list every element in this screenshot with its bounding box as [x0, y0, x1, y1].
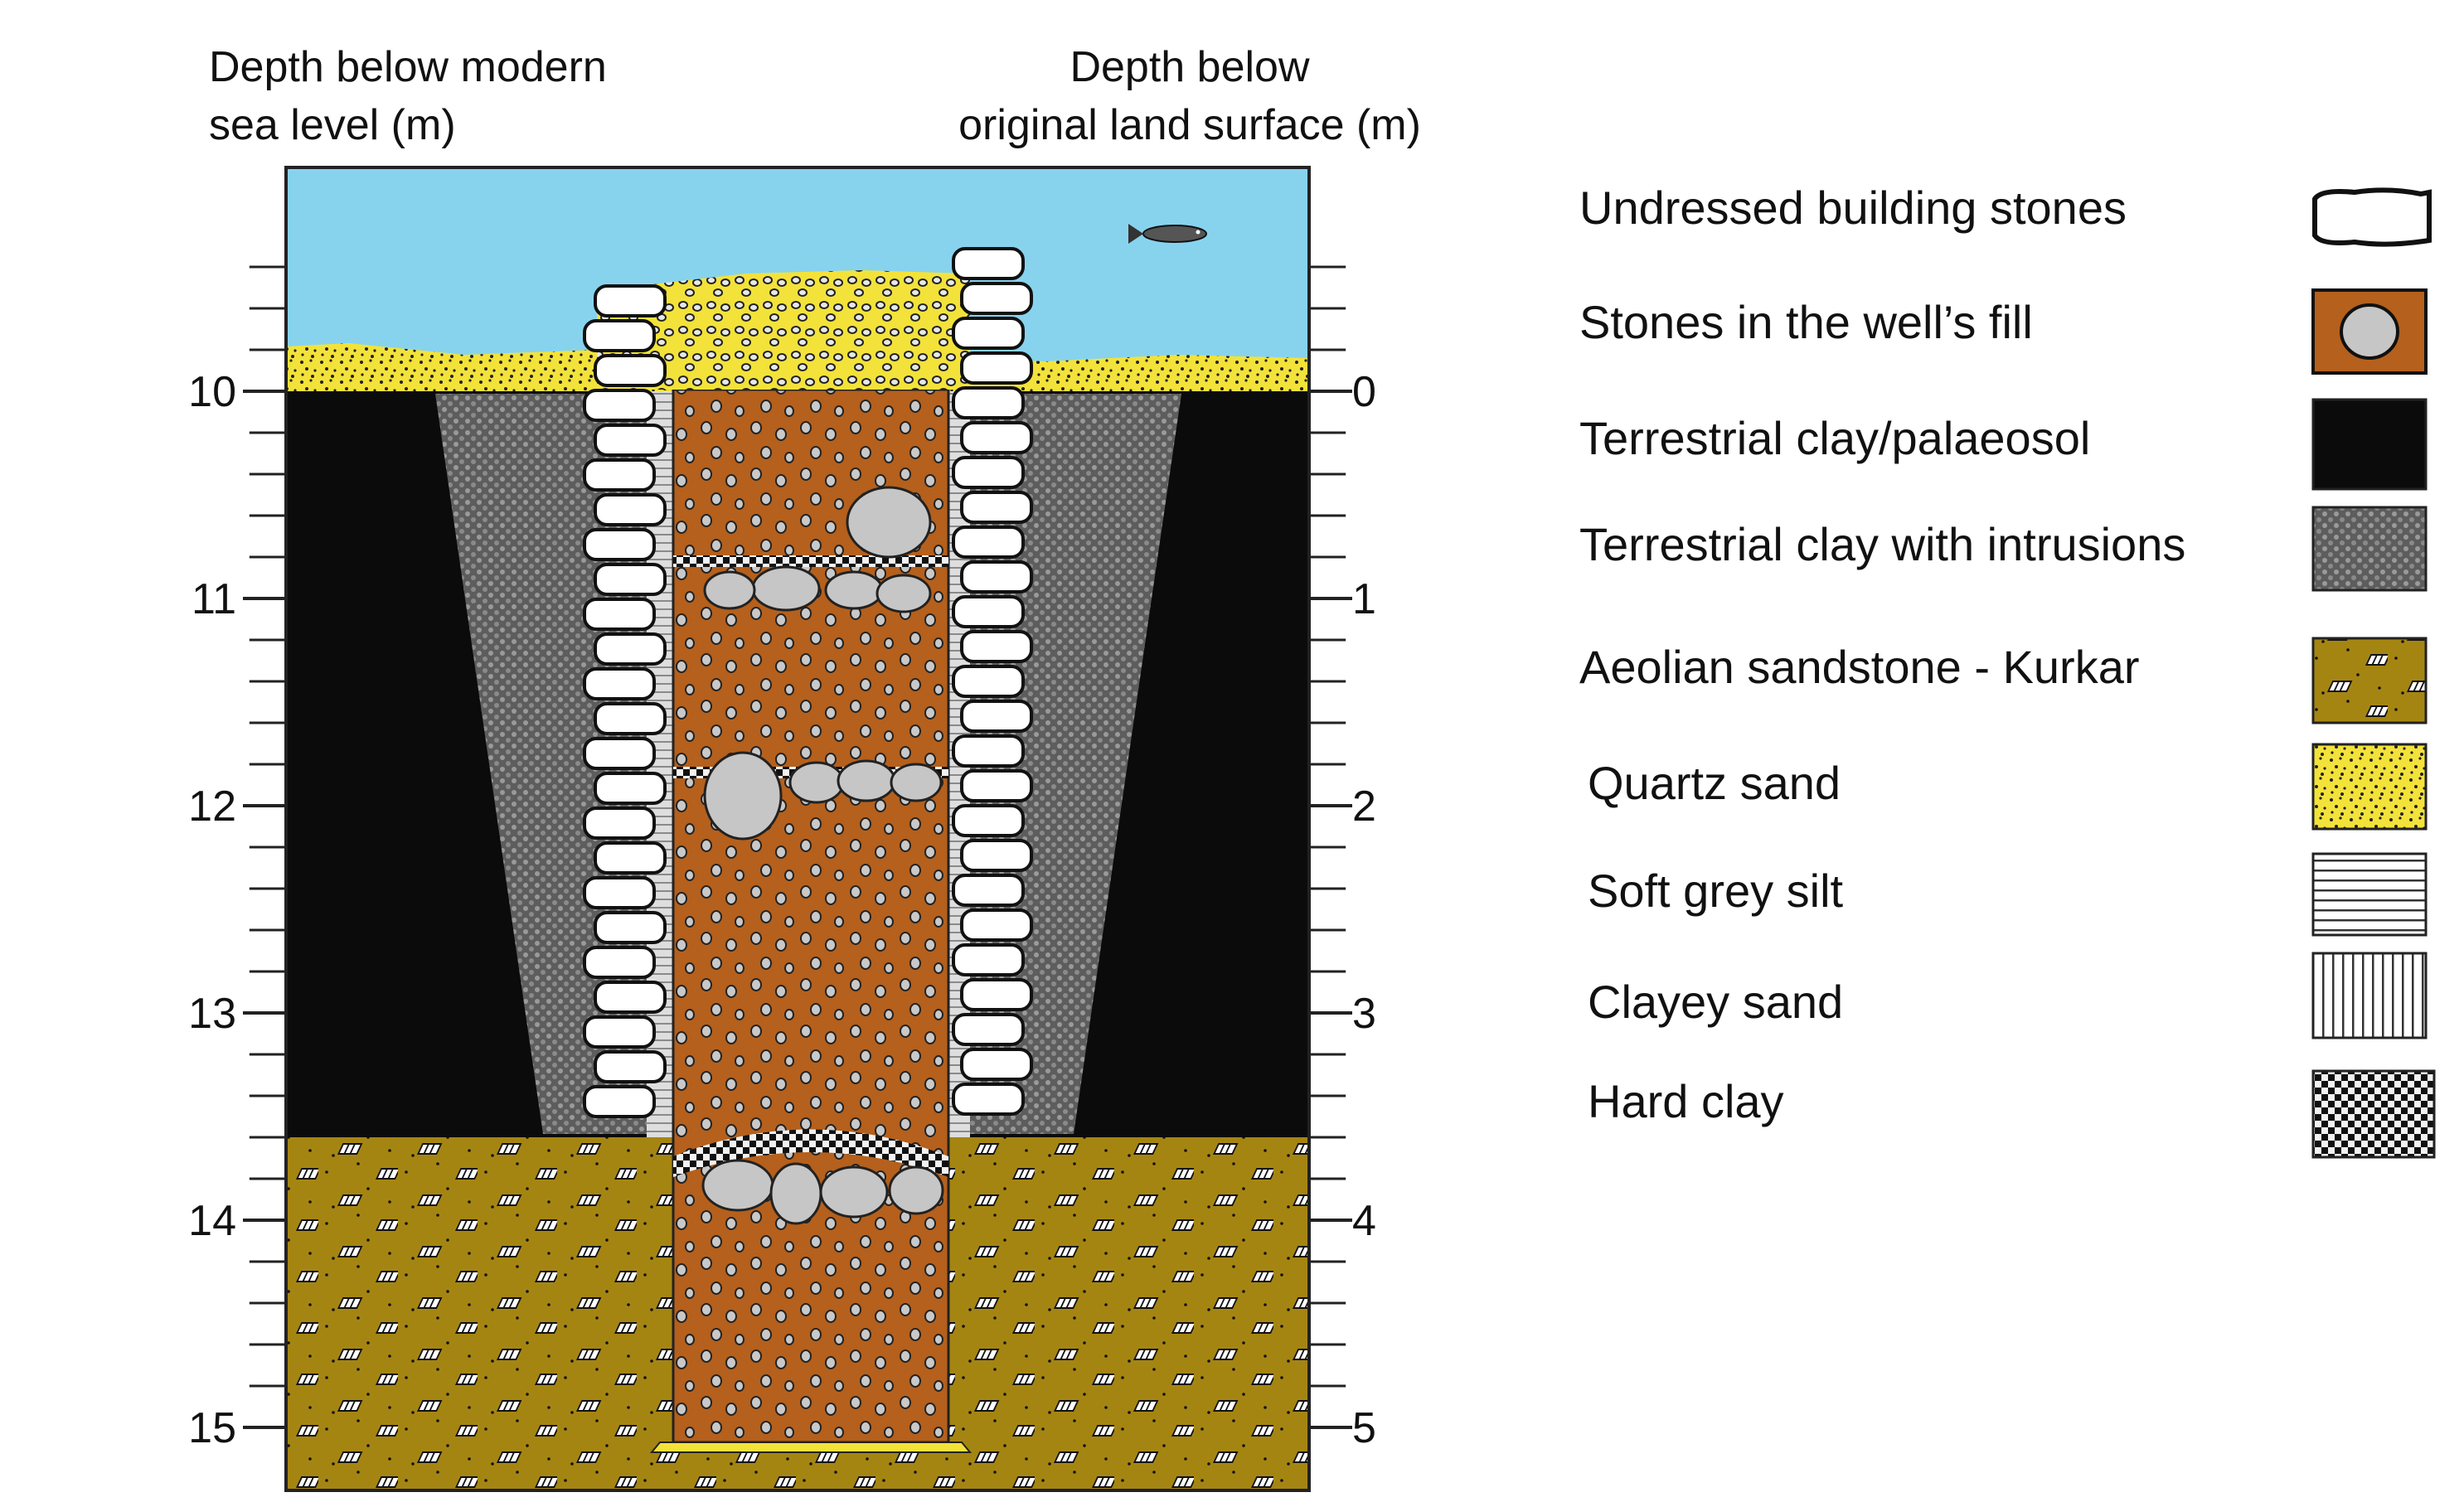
- fish-icon: [1128, 224, 1207, 244]
- legend-label-clayey-sand: Clayey sand: [1588, 976, 1843, 1028]
- left-stone-wall: [583, 284, 667, 1118]
- well-base-sand: [649, 1441, 973, 1453]
- legend-label-grey-silt: Soft grey silt: [1588, 865, 1844, 917]
- legend-label-building-stones: Undressed building stones: [1579, 182, 2127, 234]
- section-border: [284, 166, 1311, 1492]
- legend: Undressed building stones Stones in the …: [1579, 182, 2436, 1159]
- top-cap-pebbles: [597, 270, 970, 390]
- black-clay-icon: [2311, 398, 2428, 491]
- dotted-clay-icon: [2311, 506, 2428, 592]
- fill-stones: [701, 486, 944, 1225]
- left-tick-label: 11: [192, 575, 236, 623]
- quartz-sand-icon: [2311, 743, 2428, 831]
- horizontal-lines-icon: [2311, 852, 2428, 937]
- left-depth-axis: 10 11 12 13 14 15: [188, 265, 286, 1452]
- right-tick-label: 4: [1352, 1197, 1376, 1245]
- right-tick-label: 3: [1352, 990, 1376, 1038]
- hard-clay-lens-1: [673, 555, 948, 567]
- hard-clay-arch: [673, 1129, 948, 1177]
- left-tick-label: 14: [188, 1197, 236, 1245]
- right-stone-wall: [952, 247, 1033, 1116]
- kurkar-icon: [2311, 637, 2428, 724]
- legend-label-quartz-sand: Quartz sand: [1588, 757, 1841, 809]
- left-axis-title-line1: Depth below modern: [209, 43, 607, 91]
- right-depth-axis: 0 1 2 3 4 5: [1309, 265, 1376, 1452]
- right-axis-title-line2: original land surface (m): [958, 101, 1421, 149]
- fill-stone-icon: [2311, 288, 2428, 375]
- legend-label-fill-stones: Stones in the well’s fill: [1579, 296, 2033, 348]
- legend-label-hard-clay: Hard clay: [1588, 1075, 1784, 1127]
- checker-icon: [2311, 1069, 2436, 1159]
- left-axis-title-line2: sea level (m): [209, 101, 456, 149]
- left-tick-label: 13: [188, 990, 236, 1038]
- stone-outline-icon: [2312, 187, 2432, 247]
- legend-label-kurkar: Aeolian sandstone - Kurkar: [1579, 641, 2140, 693]
- right-tick-label: 1: [1352, 575, 1376, 623]
- right-tick-label: 2: [1352, 782, 1376, 831]
- left-tick-label: 12: [188, 782, 236, 831]
- right-tick-label: 5: [1352, 1404, 1376, 1452]
- right-tick-label: 0: [1352, 368, 1376, 416]
- legend-label-terrestrial-clay: Terrestrial clay/palaeosol: [1579, 412, 2090, 464]
- vertical-lines-icon: [2311, 952, 2428, 1039]
- legend-label-clay-intrusions: Terrestrial clay with intrusions: [1579, 518, 2185, 570]
- section-panel: [284, 166, 1311, 1492]
- right-axis-title-line1: Depth below: [1070, 43, 1310, 91]
- left-tick-label: 15: [188, 1404, 236, 1452]
- left-tick-label: 10: [188, 368, 236, 416]
